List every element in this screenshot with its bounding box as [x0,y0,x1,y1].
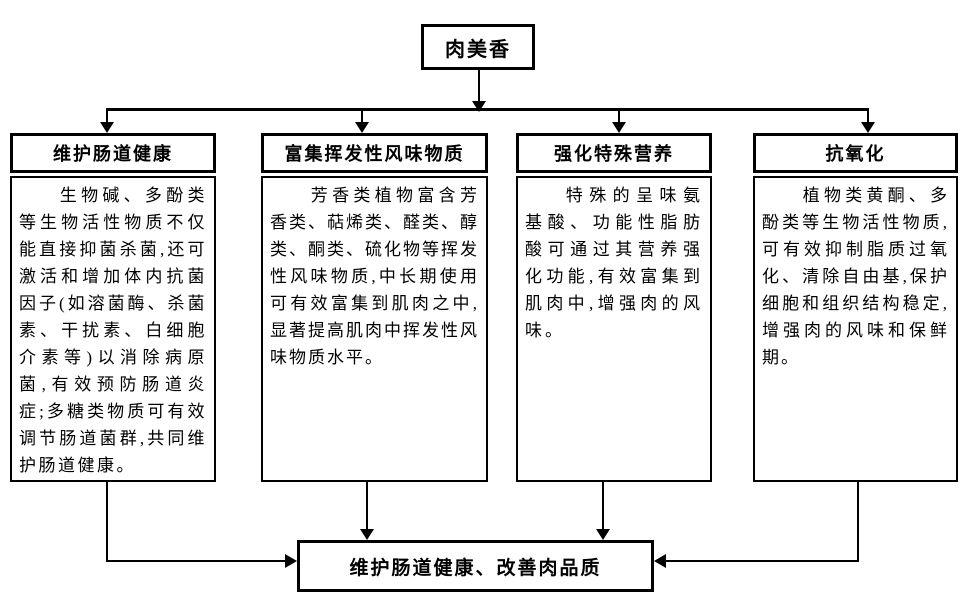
connector-branch1-to-conclusion-horizontal [106,560,286,562]
connector-branch3-vertical [618,109,620,124]
connector-branch1-vertical [106,109,108,124]
branch3-header-label: 强化特殊营养 [554,144,674,164]
arrowhead-down-branch3-icon [612,122,626,133]
branch4-body-text: 植物类黄酮、多酚类等生物活性物质,可有效抑制脂质过氧化、清除自由基,保护细胞和组… [762,186,949,367]
connector-branch4-vertical [867,109,869,124]
branch3-body: 特殊的呈味氨基酸、功能性脂肪酸可通过其营养强化功能,有效富集到肌肉中,增强肉的风… [516,176,712,482]
connector-branch2-vertical [361,109,363,124]
branch1-body-text: 生物碱、多酚类等生物活性物质不仅能直接抑菌杀菌,还可激活和增加体内抗菌因子(如溶… [19,186,207,475]
arrowhead-down-conclusion-right-icon [596,529,610,540]
branch4-body: 植物类黄酮、多酚类等生物活性物质,可有效抑制脂质过氧化、清除自由基,保护细胞和组… [753,176,958,482]
branch2-header-label: 富集挥发性风味物质 [284,144,465,164]
connector-branch2-to-conclusion-vertical [366,482,368,531]
branch2-body: 芳香类植物富含芳香类、萜烯类、醛类、醇类、酮类、硫化物等挥发性风味物质,中长期使… [261,176,488,482]
arrowhead-down-branch4-icon [861,122,875,133]
arrowhead-left-conclusion-icon [654,554,666,568]
branch4-header-label: 抗氧化 [825,144,886,164]
conclusion-node-label: 维护肠道健康、改善肉品质 [349,557,602,579]
branch1-header-label: 维护肠道健康 [53,144,173,164]
connector-branch4-to-conclusion-horizontal [666,560,858,562]
branch1-header: 维护肠道健康 [10,133,216,173]
branch3-body-text: 特殊的呈味氨基酸、功能性脂肪酸可通过其营养强化功能,有效富集到肌肉中,增强肉的风… [525,186,703,340]
connector-branch-bar [106,108,869,111]
branch1-body: 生物碱、多酚类等生物活性物质不仅能直接抑菌杀菌,还可激活和增加体内抗菌因子(如溶… [10,176,216,482]
arrowhead-down-branch1-icon [100,122,114,133]
connector-root-vertical [478,70,480,103]
arrowhead-down-root-icon [472,101,486,112]
arrowhead-right-conclusion-icon [285,554,297,568]
conclusion-node: 维护肠道健康、改善肉品质 [297,540,654,592]
connector-branch4-to-conclusion-vertical [857,482,859,562]
branch2-body-text: 芳香类植物富含芳香类、萜烯类、醛类、醇类、酮类、硫化物等挥发性风味物质,中长期使… [270,186,479,367]
branch4-header: 抗氧化 [753,133,958,173]
connector-branch3-to-conclusion-vertical [602,482,604,531]
arrowhead-down-conclusion-left-icon [360,529,374,540]
branch3-header: 强化特殊营养 [516,133,712,173]
root-node-label: 肉美香 [445,38,511,61]
root-node: 肉美香 [421,24,535,70]
connector-branch1-to-conclusion-vertical [106,482,108,562]
branch2-header: 富集挥发性风味物质 [261,133,488,173]
arrowhead-down-branch2-icon [355,122,369,133]
